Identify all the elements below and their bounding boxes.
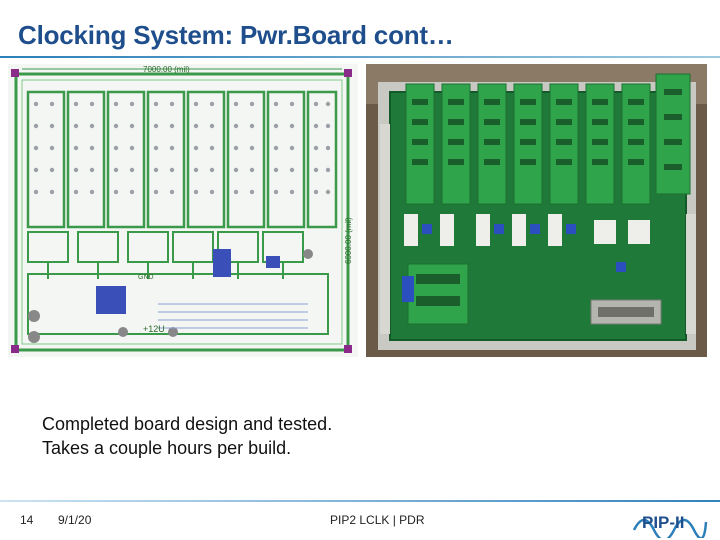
pcb-layout-drawing: 7000.00 (mil) 6000.00 (mil) <box>8 64 358 357</box>
slide-title: Clocking System: Pwr.Board cont… <box>18 20 454 50</box>
pcb-mounting-holes <box>28 249 313 343</box>
pcb-rail-label: +12U <box>143 324 165 334</box>
pcb-pads <box>33 101 331 195</box>
power-modules <box>404 214 650 246</box>
footer-title: PIP2 LCLK | PDR <box>330 513 425 527</box>
trim-pots <box>422 224 626 272</box>
slide-number: 14 <box>20 513 34 527</box>
pip-ii-logo: PIP-II <box>632 513 708 538</box>
terminal-block-connectors <box>405 73 691 205</box>
pcb-height-label: 6000.00 (mil) <box>344 217 353 264</box>
assembled-board-photo <box>366 64 707 357</box>
slide-body: Completed board design and tested. Takes… <box>42 412 332 460</box>
pcb-width-label: 7000.00 (mil) <box>143 65 190 74</box>
power-input-connector <box>407 263 469 325</box>
pcb-gnd-label: GND <box>138 274 154 281</box>
connector-screws <box>412 89 682 170</box>
footer-divider <box>0 500 720 502</box>
title-divider <box>0 56 720 58</box>
body-line-1: Completed board design and tested. <box>42 414 333 434</box>
body-line-2: Takes a couple hours per build. <box>42 438 292 458</box>
logo-text: PIP-II <box>642 513 685 532</box>
footer-date: 9/1/20 <box>58 513 92 527</box>
pcb-signal-traces <box>158 303 308 329</box>
pcb-channel-columns <box>26 90 338 229</box>
